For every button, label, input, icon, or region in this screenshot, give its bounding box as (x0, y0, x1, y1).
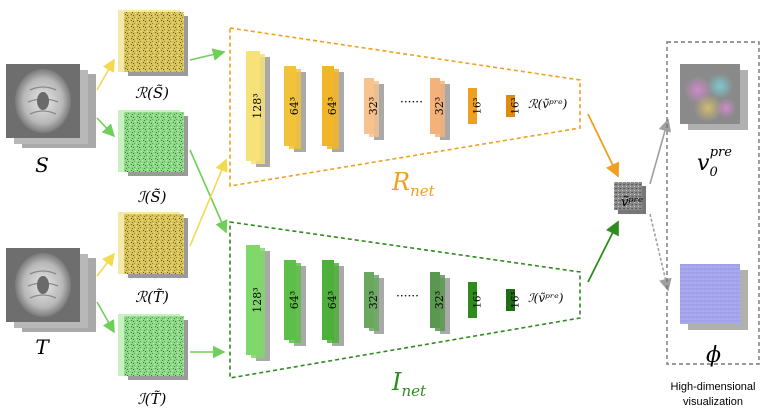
real-layer-block-4: 32³ (430, 78, 450, 140)
arrow-source-real (96, 58, 115, 91)
real-layer-label-1: 64³ (288, 97, 301, 115)
target-brain-volume (6, 248, 96, 332)
real-layer-block-1: 64³ (284, 66, 306, 152)
rnet-name: Rnet (391, 168, 436, 200)
imag-layer-block-1: 64³ (284, 260, 306, 346)
source-label: S (35, 153, 49, 177)
imag-target-volume (118, 314, 188, 380)
real-layer-block-0: 128³ (246, 51, 270, 167)
inet-boundary (229, 221, 581, 379)
imag-source-volume (118, 110, 188, 176)
arrow-merge-to-phi (649, 213, 672, 292)
inet-output-label: ℐ(ṽᵖʳᵉ) (528, 291, 564, 305)
imag-layer-label-4: 32³ (433, 291, 446, 309)
phi-label: ϕ (706, 343, 721, 368)
real-layer-label-3: 32³ (367, 97, 380, 115)
velocity-label: v0pre (697, 145, 732, 180)
real-layer-label-0: 128³ (251, 93, 264, 118)
imag-layer-block-2: 64³ (322, 260, 344, 346)
imag-layer-label-3: 32³ (367, 291, 380, 309)
real-layer-label-2: 64³ (326, 97, 339, 115)
arrow-merge-to-velocity (649, 118, 672, 185)
phi-deformation-image (680, 264, 748, 330)
arrow-target-imag (96, 301, 115, 334)
merged-label: ṽᵖʳᵉ (621, 195, 643, 210)
visualization-caption-line1: High-dimensional (671, 381, 756, 393)
real-layer-block-3: 32³ (364, 78, 384, 140)
inet-layers: 128³ 64³ 64³ 32³ 32³ 16³ 16³ (246, 245, 522, 361)
merged-volume (614, 182, 646, 214)
visualization-box (666, 41, 760, 365)
imag-layer-block-5: 16³ (468, 282, 484, 318)
imag-layer-label-6: 16³ (511, 292, 522, 309)
imag-layer-label-2: 64³ (326, 291, 339, 309)
rnet-output-label: ℛ(ṽᵖʳᵉ) (528, 97, 568, 111)
real-layer-label-6: 16³ (511, 98, 522, 115)
inet-name: Inet (391, 368, 427, 400)
real-target-label: ℛ(T̃) (135, 288, 169, 306)
arrow-imag-source-to-inet (189, 149, 228, 234)
source-brain-volume (6, 64, 96, 148)
rnet-layers: 128³ 64³ 64³ 32³ 32³ 16³ 16³ (246, 51, 522, 167)
real-layer-block-6: 16³ (506, 95, 522, 117)
real-source-volume (118, 10, 188, 76)
imag-layer-label-0: 128³ (251, 287, 264, 312)
imag-layer-block-0: 128³ (246, 245, 270, 361)
velocity-field-image (680, 64, 748, 130)
rnet-ellipsis: ······ (400, 95, 423, 109)
imag-target-label: ℐ(T̃) (138, 390, 167, 408)
arrow-target-real (96, 252, 115, 277)
real-layer-label-5: 16³ (473, 98, 484, 115)
visualization-caption-line2: visualization (683, 396, 743, 408)
real-layer-label-4: 32³ (433, 97, 446, 115)
rnet-boundary (229, 27, 581, 187)
arrow-real-source-to-rnet (189, 48, 226, 61)
real-layer-block-5: 16³ (468, 88, 484, 124)
real-source-label: ℛ(S̃) (135, 84, 169, 102)
arrow-source-imag (96, 117, 116, 138)
imag-layer-block-6: 16³ (506, 289, 522, 311)
arrow-rnet-to-merge (587, 113, 619, 178)
imag-layer-label-1: 64³ (288, 291, 301, 309)
inet-ellipsis: ······ (396, 289, 419, 303)
real-target-volume (118, 212, 188, 278)
imag-layer-block-3: 32³ (364, 272, 384, 334)
target-label: T (35, 335, 50, 359)
arrow-inet-to-merge (587, 220, 619, 283)
imag-layer-label-5: 16³ (473, 292, 484, 309)
arrow-real-target-to-rnet (189, 158, 228, 247)
imag-layer-block-4: 32³ (430, 272, 450, 334)
imag-source-label: ℐ(S̃) (137, 188, 166, 206)
real-layer-block-2: 64³ (322, 66, 344, 152)
